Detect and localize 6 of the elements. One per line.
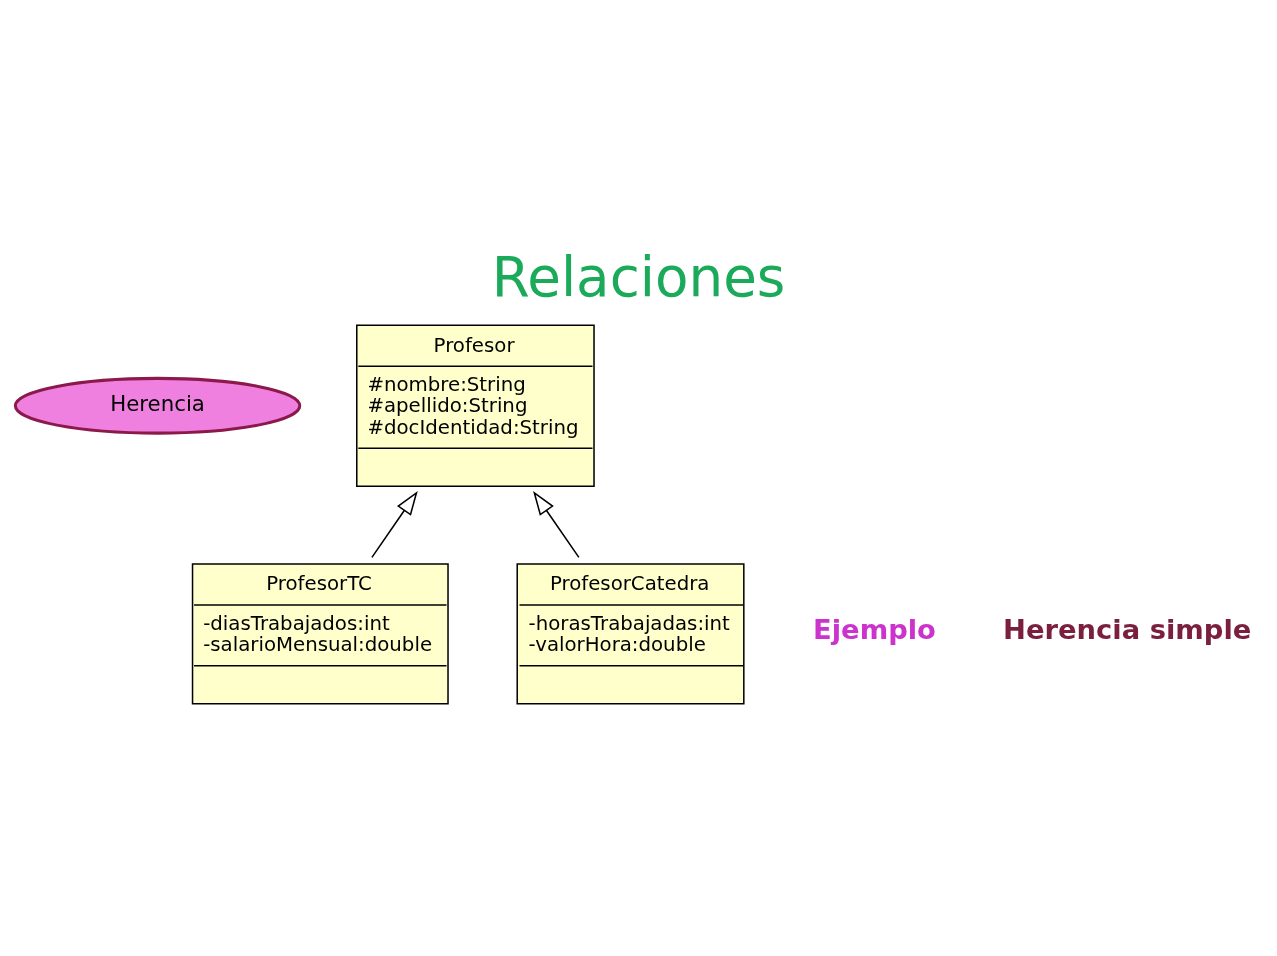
- node-ellipse: Herencia: [13, 376, 302, 435]
- label: Ejemplo: [813, 614, 936, 646]
- arrow: [371, 490, 418, 559]
- label: Herencia simple: [1003, 614, 1252, 646]
- diagram-title: Relaciones: [491, 244, 786, 309]
- arrow: [533, 490, 580, 559]
